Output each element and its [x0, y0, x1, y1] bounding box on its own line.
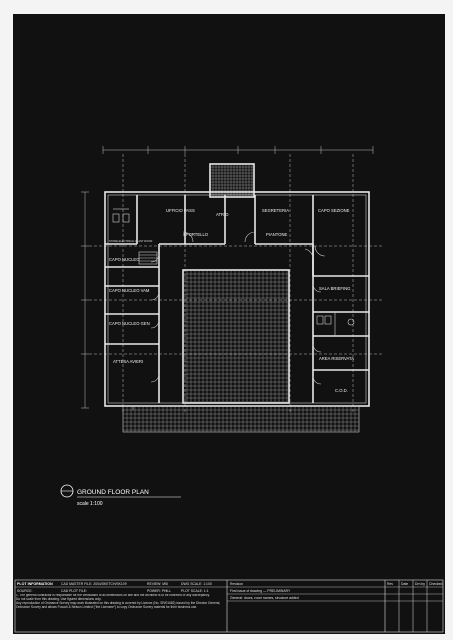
- plan-title-block: GROUND FLOOR PLAN scale 1:100: [60, 484, 181, 507]
- room-capo-nucleo-vam: CAPO NUCLEO VAM: [109, 288, 150, 293]
- tb-note-2: Do not scale from this drawing. Use figu…: [16, 596, 102, 601]
- blueprint-drawing: ATRIO UFFICIO PASS SPORTELLO SEGRETERIA …: [13, 14, 445, 634]
- tb-plot-info: PLOT INFORMATION: [17, 582, 53, 586]
- tb-rev1: First issue of drawing — PRELIMINARY: [230, 589, 291, 593]
- tb-rev2: General: doors, room names, structure ad…: [230, 596, 299, 600]
- tb-plot-scale: PLOT SCALE: 1:1: [181, 589, 209, 593]
- room-area-riservata: AREA RISERVATA: [319, 356, 354, 361]
- plan-title: GROUND FLOOR PLAN: [77, 489, 149, 496]
- interior-walls: [105, 195, 369, 410]
- room-capo-sezione: CAPO SEZIONE: [318, 208, 350, 213]
- tb-note-3: Any reproduction of Ordnance Survey map …: [16, 600, 221, 609]
- room-segreteria: SEGRETERIA: [262, 208, 289, 213]
- tb-cad-master: CAD MASTER FILE: 2004/SKETCH/SK109: [61, 582, 127, 586]
- room-cod: C.O.D.: [335, 388, 348, 393]
- tb-col-drawn: Drn by: [415, 582, 425, 586]
- tb-notes: 1. The general contractor is responsible…: [16, 594, 221, 609]
- room-sportello: SPORTELLO: [183, 232, 209, 237]
- tb-revision-header: Revision: [230, 582, 243, 586]
- tb-col-rev: Rev: [387, 582, 393, 586]
- plan-scale: scale 1:100: [77, 501, 103, 507]
- tb-col-date: Date: [401, 582, 408, 586]
- room-piantone: PIANTONE: [266, 232, 288, 237]
- room-labels: ATRIO UFFICIO PASS SPORTELLO SEGRETERIA …: [109, 208, 354, 393]
- title-block: PLOT INFORMATION CAD MASTER FILE: 2004/S…: [14, 579, 444, 633]
- room-sala-briefing: SALA BRIEFING: [319, 286, 350, 291]
- room-ufficio-pass: UFFICIO PASS: [166, 208, 195, 213]
- terrace: [122, 405, 360, 433]
- tb-dwg-scale: DWG SCALE: 1:100: [181, 582, 212, 586]
- tb-power: POWER: PHILL: [147, 589, 171, 593]
- tb-cad-plot: CAD PLOT FILE:: [61, 589, 87, 593]
- tb-review: REVIEW: MSI: [147, 582, 168, 586]
- dimension-lines: [81, 146, 383, 414]
- room-capo-nucleo: CAPO NUCLEO: [109, 257, 140, 262]
- tb-col-checked: Checked: [429, 582, 442, 586]
- room-capo-nucleo-gen: CAPO NUCLEO GEN: [109, 321, 150, 326]
- room-attesa-avieri: ATTESA AVIERI: [113, 359, 143, 364]
- room-store: STORE ELECTRICAL PLANT ROOM: [109, 239, 152, 243]
- floor-plan-svg: ATRIO UFFICIO PASS SPORTELLO SEGRETERIA …: [14, 146, 444, 633]
- courtyard: [182, 269, 290, 404]
- tb-source: SOURCE:: [17, 589, 33, 593]
- tb-note-1: 1. The general contractor is responsible…: [16, 594, 210, 597]
- room-atrio: ATRIO: [216, 212, 229, 217]
